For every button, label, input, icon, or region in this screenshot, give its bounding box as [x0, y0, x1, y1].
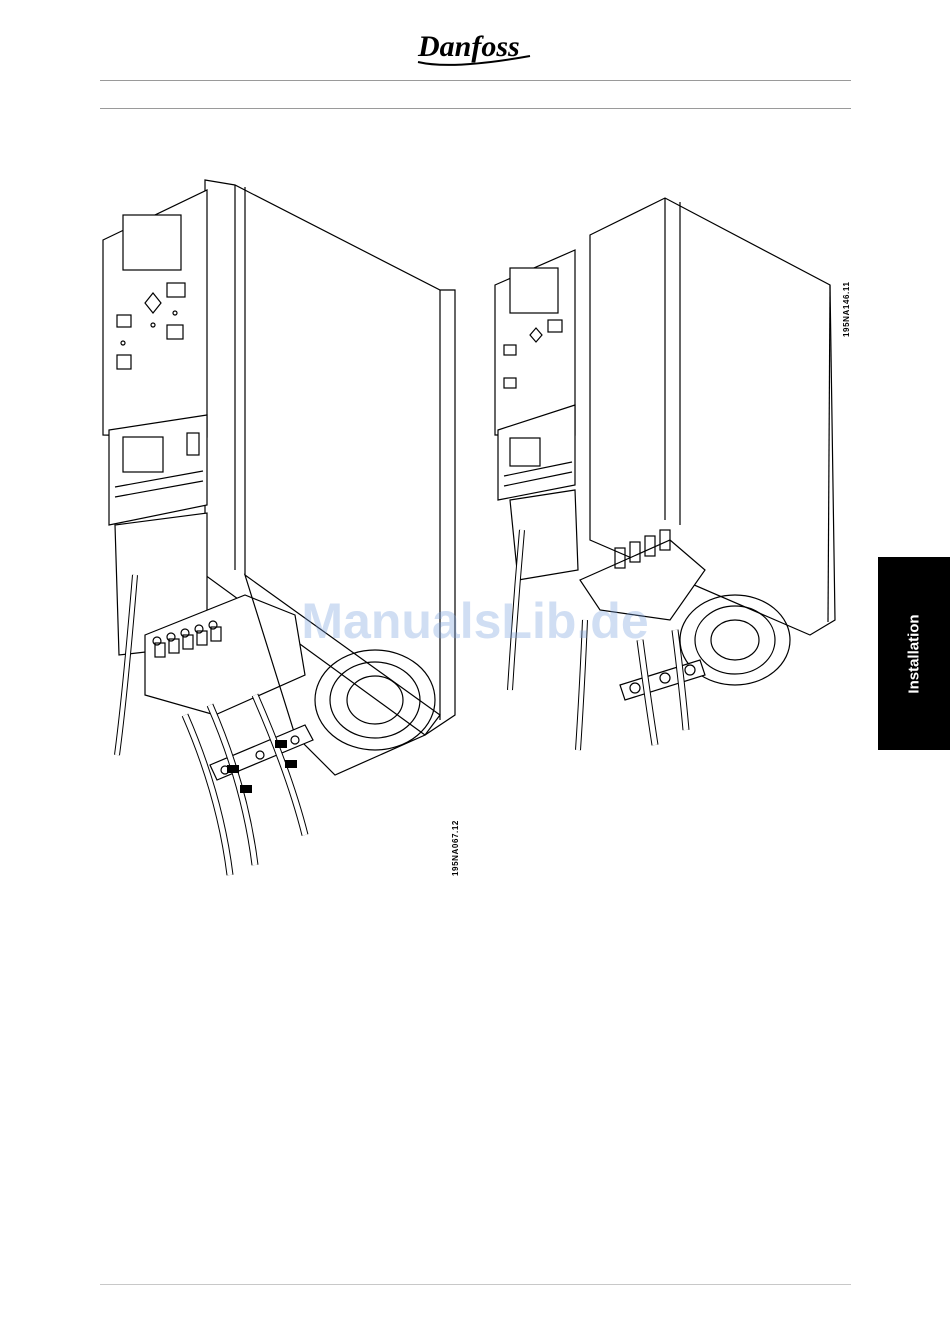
footer-rule: [100, 1284, 851, 1285]
figure-code-left: 195NA067.12: [451, 820, 460, 876]
drive-cable-installation-illustration: [95, 175, 475, 885]
header-rule-top: [100, 80, 851, 81]
drive-clamp-installation-illustration: [490, 190, 860, 765]
section-tab: Installation: [878, 557, 950, 750]
logo-text: Danfoss: [417, 30, 520, 63]
danfoss-logo: Danfoss: [412, 22, 542, 74]
header-rule-bottom: [100, 108, 851, 109]
watermark: ManualsLib.de: [285, 592, 665, 650]
section-tab-label: Installation: [906, 614, 923, 693]
figure-code-right: 195NA146.11: [842, 281, 851, 337]
